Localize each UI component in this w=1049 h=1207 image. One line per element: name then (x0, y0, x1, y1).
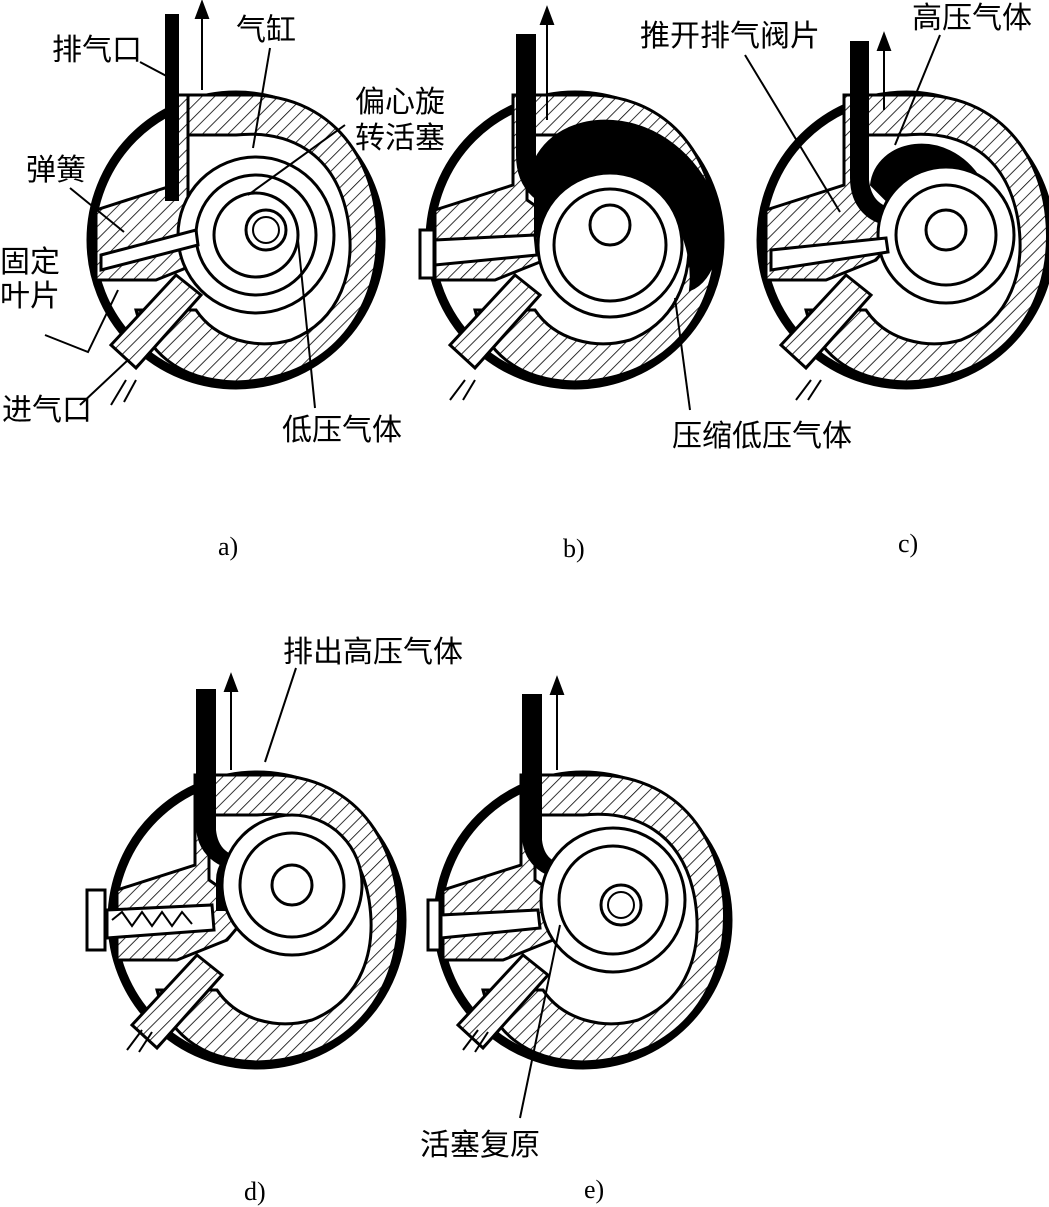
label-intake-port: 进气口 (2, 393, 92, 428)
panel-e (426, 675, 728, 1065)
caption-c: c) (898, 529, 918, 558)
caption-e: e) (584, 1175, 604, 1204)
label-exhaust-port: 排气口 (52, 33, 142, 68)
leader-lines (44, 34, 941, 1119)
caption-b: b) (563, 534, 585, 563)
label-high-pressure-gas: 高压气体 (912, 1, 1032, 36)
panel-b (418, 5, 720, 401)
label-compress-low-pressure-gas: 压缩低压气体 (672, 419, 852, 454)
panel-a (91, 0, 381, 406)
label-cylinder: 气缸 (236, 13, 296, 48)
panel-c (761, 31, 1049, 401)
panel-d (85, 672, 402, 1065)
label-low-pressure-gas: 低压气体 (282, 413, 402, 448)
label-push-open-exhaust-valve: 推开排气阀片 (640, 19, 820, 54)
label-fixed-vane-1: 固定 (0, 245, 60, 280)
label-spring: 弹簧 (26, 153, 86, 188)
label-eccentric-piston-2: 转活塞 (355, 121, 445, 156)
caption-d: d) (244, 1177, 266, 1206)
label-discharge-high-pressure-gas: 排出高压气体 (283, 635, 463, 670)
label-fixed-vane-2: 叶片 (0, 279, 60, 314)
label-eccentric-piston-1: 偏心旋 (355, 85, 445, 120)
labels: 排气口 气缸 偏心旋 转活塞 弹簧 固定 叶片 进气口 低压气体 压缩低压气体 … (0, 1, 1032, 1163)
label-piston-reset: 活塞复原 (420, 1128, 540, 1163)
caption-a: a) (218, 532, 238, 561)
captions: a) b) c) d) e) (218, 529, 918, 1206)
